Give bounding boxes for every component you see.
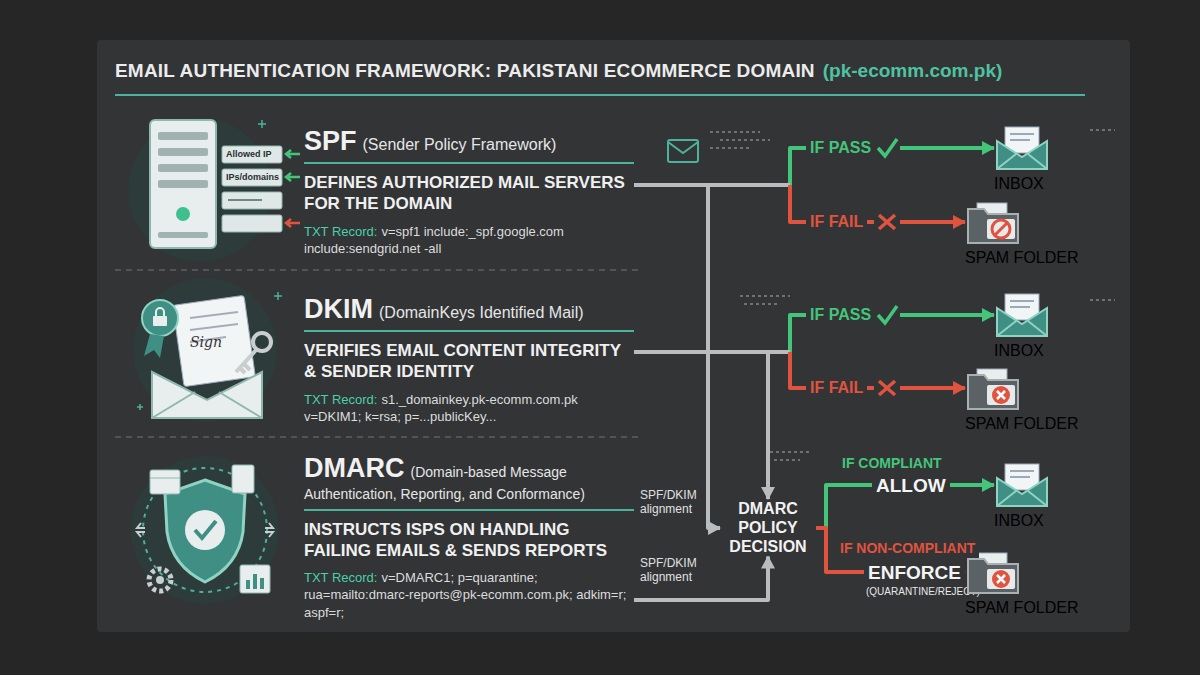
protocol-purpose: INSTRUCTS ISPS ON HANDLING FAILING EMAIL… — [304, 519, 634, 561]
inbox-icon — [994, 125, 1050, 171]
edge-label: IF FAIL — [806, 212, 867, 232]
heading-row: DKIM (DomainKeys Identified Mail) — [304, 293, 634, 332]
signed-mail-icon — [133, 278, 282, 422]
connector — [634, 185, 965, 222]
connector — [634, 352, 768, 499]
flow-decoration — [668, 130, 1115, 460]
tag-text: Allowed IP — [226, 149, 272, 159]
connector — [634, 557, 768, 600]
protocol-panel: DKIM (DomainKeys Identified Mail) VERIFIES… — [304, 293, 634, 426]
record-key: TXT Record: — [304, 392, 377, 407]
protocol-name: DMARC — [304, 453, 405, 483]
check-mark — [874, 136, 900, 327]
panel — [97, 40, 1130, 632]
destination-box: SPAM FOLDER — [965, 365, 1079, 433]
connector — [634, 352, 965, 388]
protocol-name: DKIM — [304, 294, 373, 324]
edge-label: IF FAIL — [806, 378, 867, 398]
record-key: TXT Record: — [304, 224, 377, 239]
tag-text: IPs/domains — [226, 172, 279, 182]
destination-name: SPAM FOLDER — [965, 415, 1079, 433]
record-key: TXT Record: — [304, 570, 377, 585]
destination-box: SPAM FOLDER — [965, 199, 1079, 267]
edge-label: SPF/DKIM alignment — [640, 556, 700, 584]
diagram-title: EMAIL AUTHENTICATION FRAMEWORK: PAKISTAN… — [115, 60, 815, 82]
heading-row: DMARC(Domain-based Message Authenticatio… — [304, 452, 634, 511]
edge-label: IF NON-COMPLIANT — [836, 538, 979, 558]
protocol-name: SPF — [304, 126, 357, 156]
cross-mark — [874, 210, 900, 400]
spam-folder-icon — [965, 365, 1021, 411]
inbox-icon — [994, 462, 1050, 508]
destination-name: SPAM FOLDER — [965, 249, 1079, 267]
signature-text: Sign — [190, 334, 222, 350]
connector-line — [634, 557, 768, 600]
destination-box: INBOX — [994, 462, 1050, 530]
action-text: ENFORCE — [864, 561, 965, 584]
destination-box: INBOX — [994, 292, 1050, 360]
protocol-purpose: VERIFIES EMAIL CONTENT INTEGRITY & SENDE… — [304, 340, 634, 382]
heading-row: SPF (Sender Policy Framework) — [304, 125, 634, 164]
protocol-full-name: (DomainKeys Identified Mail) — [379, 304, 584, 321]
destination-name: SPAM FOLDER — [965, 599, 1079, 617]
destination-box: INBOX — [994, 125, 1050, 193]
record-row: TXT Record:v=DMARC1; p=quarantine; rua=m… — [304, 569, 634, 622]
shield-icon — [131, 456, 279, 604]
destination-name: INBOX — [994, 175, 1050, 193]
destination-box: SPAM FOLDER — [965, 549, 1079, 617]
record-row: TXT Record:v=spf1 include:_spf.google.co… — [304, 223, 634, 258]
edge-label: IF COMPLIANT — [838, 453, 946, 473]
record-row: TXT Record:s1._domainkey.pk-ecomm.com.pk… — [304, 391, 634, 426]
destination-name: INBOX — [994, 512, 1050, 530]
decision-text: DMARC POLICY DECISION — [720, 499, 816, 557]
action-note: (QUARANTINE/REJECT) — [866, 586, 980, 597]
decision-node: DMARC POLICY DECISION — [720, 499, 816, 557]
edge-label: SPF/DKIM alignment — [640, 488, 700, 516]
protocol-panel: DMARC(Domain-based Message Authenticatio… — [304, 452, 634, 621]
title-row: EMAIL AUTHENTICATION FRAMEWORK: PAKISTAN… — [115, 60, 1002, 82]
edge-label: IF PASS — [806, 138, 875, 158]
action-text: ALLOW — [872, 474, 950, 497]
spam-folder-icon — [965, 199, 1021, 245]
connector — [634, 185, 720, 528]
protocol-purpose: DEFINES AUTHORIZED MAIL SERVERS FOR THE … — [304, 172, 634, 214]
server-icon — [128, 118, 300, 262]
inbox-icon — [994, 292, 1050, 338]
domain-name: (pk-ecomm.com.pk) — [823, 60, 1002, 82]
protocol-panel: SPF (Sender Policy Framework) DEFINES AUTH… — [304, 125, 634, 258]
connector-line — [634, 352, 768, 499]
protocol-full-name: (Sender Policy Framework) — [363, 136, 557, 153]
separator — [115, 270, 640, 437]
edge-label: IF PASS — [806, 305, 875, 325]
destination-name: INBOX — [994, 342, 1050, 360]
connector-line — [634, 185, 720, 528]
